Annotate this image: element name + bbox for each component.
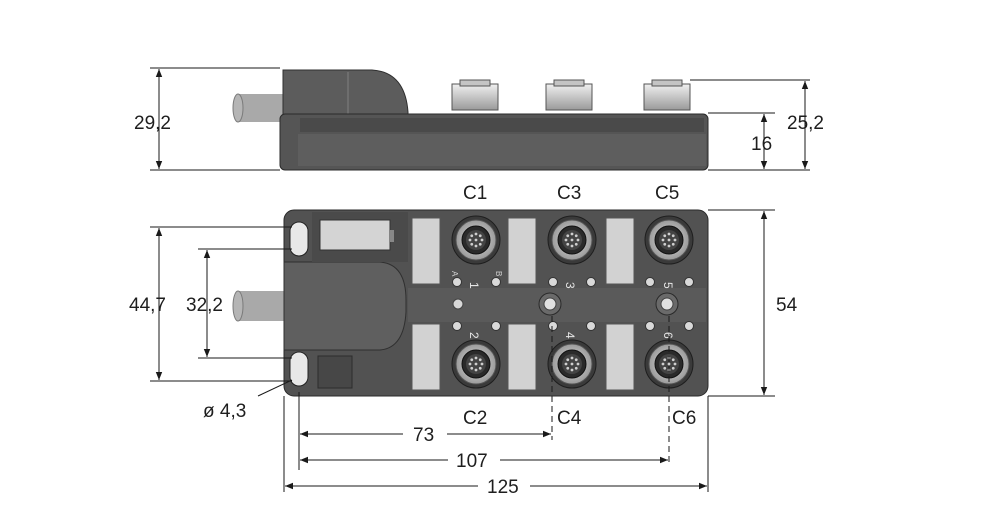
label-c6: C6 bbox=[672, 408, 696, 429]
dim-side-total-height: 29,2 bbox=[134, 113, 171, 134]
status-led bbox=[548, 277, 558, 287]
dim-side-body-height: 16 bbox=[751, 134, 772, 155]
port-number-4: 4 bbox=[563, 332, 577, 339]
dim-mount-hole-diameter: ø 4,3 bbox=[203, 401, 246, 422]
label-c4: C4 bbox=[557, 408, 582, 429]
label-c5: C5 bbox=[655, 183, 679, 204]
label-c1: C1 bbox=[463, 183, 487, 204]
dim-port-pitch-73: 73 bbox=[413, 425, 434, 446]
status-led bbox=[645, 321, 655, 331]
m12-connector-c2 bbox=[451, 339, 501, 389]
dim-port-pitch-107: 107 bbox=[456, 451, 488, 472]
m12-connector-c3 bbox=[547, 215, 597, 265]
status-led bbox=[452, 277, 462, 287]
top-view: 1 3 5 2 4 6 A B bbox=[150, 209, 775, 492]
status-led bbox=[586, 321, 596, 331]
status-led bbox=[586, 277, 596, 287]
status-led bbox=[491, 321, 501, 331]
status-led bbox=[684, 277, 694, 287]
status-led bbox=[452, 321, 462, 331]
side-cable bbox=[238, 94, 288, 122]
dim-body-width: 54 bbox=[776, 295, 798, 316]
mount-hole-top bbox=[289, 221, 309, 257]
status-led bbox=[684, 321, 694, 331]
dim-mount-hole-distance: 44,7 bbox=[129, 295, 166, 316]
status-led bbox=[491, 277, 501, 287]
label-plates bbox=[411, 217, 635, 391]
dim-cable-gland-width: 32,2 bbox=[186, 295, 223, 316]
port-number-3: 3 bbox=[563, 282, 577, 289]
port-number-6: 6 bbox=[661, 332, 675, 339]
mount-hole-bottom bbox=[289, 351, 309, 387]
labels: 29,2 25,2 16 C1 C3 C5 C2 C4 C6 44,7 32,2… bbox=[129, 113, 824, 498]
label-c2: C2 bbox=[463, 408, 487, 429]
port-number-1: 1 bbox=[467, 282, 481, 289]
status-leds bbox=[452, 277, 694, 331]
m12-connector-c1 bbox=[451, 215, 501, 265]
side-view bbox=[150, 67, 810, 171]
port-number-5: 5 bbox=[661, 282, 675, 289]
dim-side-port-height: 25,2 bbox=[787, 113, 824, 134]
port-number-2: 2 bbox=[467, 332, 481, 339]
top-cable bbox=[238, 291, 288, 321]
label-c3: C3 bbox=[557, 183, 581, 204]
status-led bbox=[645, 277, 655, 287]
led-letter-a: A bbox=[450, 271, 459, 277]
m12-connector-c5 bbox=[644, 215, 694, 265]
led-letter-b: B bbox=[494, 271, 503, 276]
m12-connector-c4 bbox=[547, 339, 597, 389]
side-port-caps bbox=[451, 79, 691, 111]
status-led bbox=[548, 321, 558, 331]
center-led bbox=[452, 298, 464, 310]
m12-connectors bbox=[451, 215, 694, 389]
dim-overall-length: 125 bbox=[487, 477, 519, 498]
label-field bbox=[319, 219, 391, 251]
